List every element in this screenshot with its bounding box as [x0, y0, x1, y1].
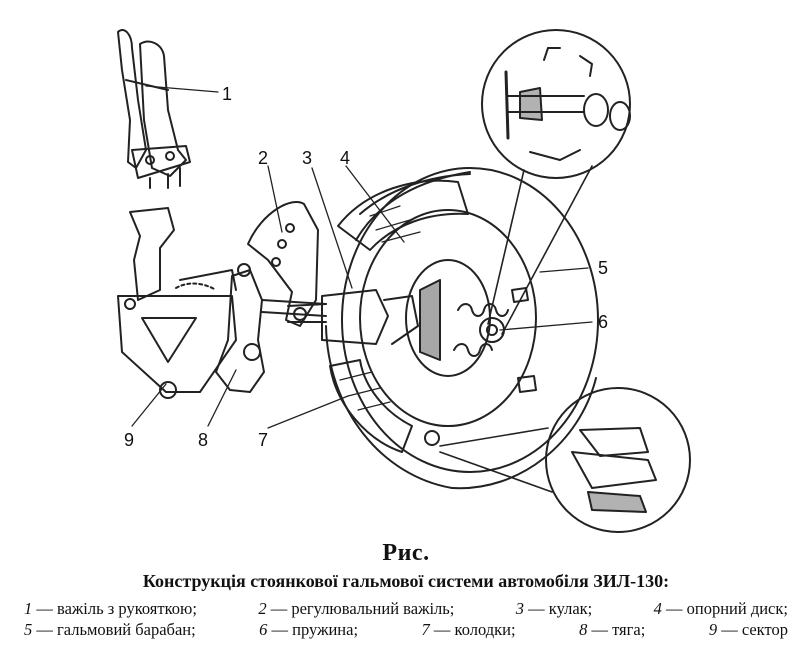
legend-text: — кулак;	[524, 599, 593, 618]
legend-line-1: 1 — важіль з рукояткою; 2 — регулювальни…	[24, 599, 788, 618]
legend-item: 7 — колодки;	[422, 620, 516, 639]
legend-text: — сектор	[717, 620, 788, 639]
legend-text: — тяга;	[587, 620, 646, 639]
legend-num: 2	[258, 599, 267, 618]
support-disc	[359, 209, 537, 427]
callout-9: 9	[124, 430, 134, 450]
callout-7: 7	[258, 430, 268, 450]
legend-item: 5 — гальмовий барабан;	[24, 620, 196, 639]
legend-line-2: 5 — гальмовий барабан; 6 — пружина; 7 — …	[24, 620, 788, 639]
adjusting-lever	[247, 201, 319, 327]
callout-2: 2	[258, 148, 268, 168]
figure-subtitle: Конструкція стоянкової гальмової системи…	[142, 571, 670, 591]
lever-with-handle	[117, 29, 191, 189]
rod	[215, 263, 327, 393]
callout-4: 4	[340, 148, 350, 168]
callout-5: 5	[598, 258, 608, 278]
leader-lines	[131, 85, 593, 429]
legend-num: 3	[515, 599, 525, 618]
legend-text: — важіль з рукояткою;	[32, 599, 197, 618]
cam	[287, 289, 419, 345]
legend-item: 8 — тяга;	[579, 620, 645, 639]
callout-labels: 1 2 3 4 5 6 7 8 9	[124, 84, 608, 450]
callout-1: 1	[222, 84, 232, 104]
lower-detail-view	[439, 387, 691, 533]
callout-8: 8	[198, 430, 208, 450]
legend-item: 1 — важіль з рукояткою;	[24, 599, 197, 618]
legend-num: 4	[653, 599, 662, 618]
upper-detail-view	[481, 29, 631, 335]
brake-shoes	[329, 179, 469, 453]
legend-num: 7	[421, 620, 430, 639]
legend-num: 5	[24, 620, 33, 639]
figure-title: Рис.	[382, 540, 430, 566]
legend-num: 8	[579, 620, 588, 639]
callout-6: 6	[598, 312, 608, 332]
legend-num: 9	[708, 620, 718, 639]
legend-text: — опорний диск;	[661, 599, 788, 618]
legend-item: 9 — сектор	[709, 620, 788, 639]
legend-text: — пружина;	[267, 620, 359, 639]
legend-item: 6 — пружина;	[259, 620, 358, 639]
callout-3: 3	[302, 148, 312, 168]
legend-text: — колодки;	[429, 620, 516, 639]
legend-text: — регулювальний важіль;	[266, 599, 455, 618]
legend-num: 1	[24, 599, 33, 618]
brake-drum	[325, 167, 599, 490]
legend-item: 2 — регулювальний важіль;	[258, 599, 454, 618]
wheel-studs	[424, 287, 537, 446]
legend-item: 3 — кулак;	[516, 599, 592, 618]
sector	[117, 207, 237, 399]
legend-num: 6	[259, 620, 268, 639]
figure-caption: Рис. Конструкція стоянкової гальмової си…	[0, 540, 812, 649]
legend-text: — гальмовий барабан;	[32, 620, 196, 639]
legend-item: 4 — опорний диск;	[654, 599, 788, 618]
